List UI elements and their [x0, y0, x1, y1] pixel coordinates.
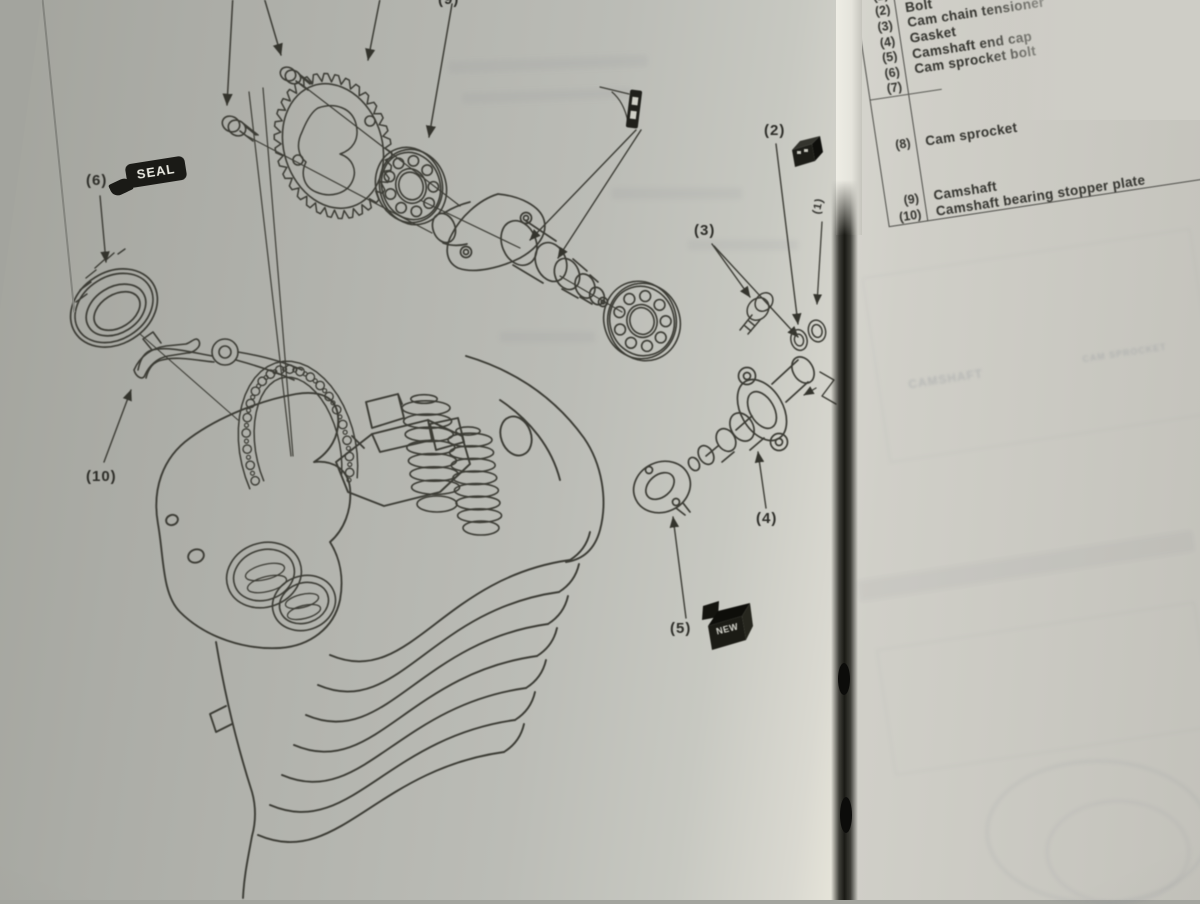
right-page: CAMSHAFT CAM SPROCKET (1) (2)Bolt (3)Cam…	[846, 0, 1200, 904]
ghost-band	[856, 529, 1196, 603]
callout-3-arrows	[711, 243, 799, 338]
callout-10-arrow	[103, 389, 132, 463]
stitch-hole	[838, 663, 850, 695]
cylinder-head-drawing	[155, 355, 605, 899]
oil-pipe-drawing	[137, 338, 303, 381]
new-hex-icon	[702, 601, 753, 650]
washer-drawings	[790, 319, 827, 352]
stitch-hole	[840, 797, 852, 833]
binding-gap	[831, 180, 858, 900]
cam-chain-tensioner-drawing	[687, 356, 837, 472]
gasket-drawing	[632, 460, 692, 516]
callout-10: (10)	[86, 468, 117, 485]
callout-2-arrow	[775, 143, 802, 325]
parts-table: (1) (2)Bolt (3)Cam chain tensioner (4)Ga…	[852, 0, 1200, 228]
tensioner-bolt-drawing	[739, 292, 774, 335]
callout-6-arrow	[99, 195, 110, 263]
oil-flag-icon	[529, 86, 643, 259]
callout-1-arrow	[813, 221, 823, 305]
callout-6: (6)	[86, 172, 108, 189]
callout-5-arrow	[669, 516, 687, 619]
callout-4: (4)	[756, 510, 778, 527]
bearing-drawing-2	[602, 280, 682, 362]
stopper-plate-drawing	[133, 331, 201, 379]
left-page: (9) (6) (10) (2) (1) (3) (4) (5) SEAL NE…	[0, 0, 848, 900]
callout-9: (9)	[438, 0, 459, 8]
exploded-diagram	[69, 0, 837, 899]
new-box-icon-small	[792, 136, 823, 167]
leader-arrows-top	[222, 0, 453, 138]
callout-5: (5)	[670, 620, 692, 637]
oil-seal-drawing	[69, 248, 239, 421]
callout-4-arrow	[754, 451, 767, 509]
ghost-circles-2	[1046, 800, 1190, 904]
bearing-drawing-1	[374, 146, 448, 226]
ghost-figure-mid	[876, 601, 1200, 776]
callout-3: (3)	[694, 222, 716, 239]
chain-pointer-wedge	[248, 87, 294, 457]
callout-2: (2)	[764, 122, 786, 139]
camshaft-drawing	[431, 193, 609, 308]
